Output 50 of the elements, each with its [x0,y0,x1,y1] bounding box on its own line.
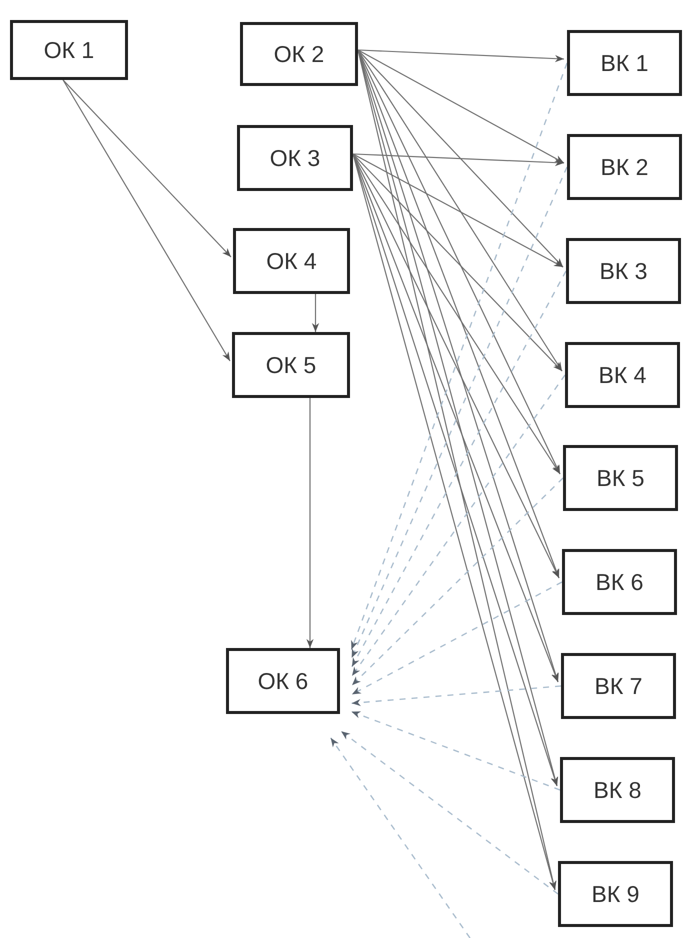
process-box [561,653,676,719]
process-box [567,134,682,200]
process-box [226,648,340,714]
arrow [352,154,562,372]
arrow [352,154,560,474]
arrow [352,581,562,695]
arrow [62,80,232,258]
arrow [62,80,230,362]
arrow [352,153,564,166]
process-box [240,22,358,86]
box-label: ВК 2 [600,154,648,180]
arrow [340,730,558,895]
process-box [567,30,682,96]
box-label: ОК 2 [274,40,324,68]
arrow [358,49,564,62]
arrow [352,154,564,268]
arrow [330,738,471,938]
box-label: ВК 3 [600,258,648,284]
process-box [233,228,350,294]
arrow [351,711,560,791]
arrow [351,270,567,667]
process-box [563,445,678,511]
process-box [237,125,353,191]
arrow [351,374,566,676]
box-label: ВК 9 [592,880,640,908]
arrow [312,294,320,332]
box-label: ОК 4 [266,248,317,274]
process-box [565,342,680,408]
box-label: ВК 4 [598,362,646,388]
box-label: ВК 5 [596,464,644,492]
box-label: ВК 6 [596,568,644,596]
box-label: ВК 8 [594,776,642,804]
box-label: ОК 6 [258,668,308,694]
arrow [306,398,314,648]
arrow [358,50,564,268]
arrow [358,50,562,372]
arrow [352,685,562,706]
process-box [566,238,681,304]
process-box [10,20,128,80]
box-label: ОК 1 [44,36,94,64]
process-box [558,861,673,927]
arrow [358,50,564,164]
process-box [562,549,677,615]
box-label: ВК 1 [600,50,648,76]
box-label: ВК 7 [594,672,642,700]
process-box [560,757,675,823]
box-label: ОК 5 [266,352,316,378]
arrow [352,478,564,686]
process-box [232,332,350,398]
box-label: ОК 3 [270,144,320,172]
